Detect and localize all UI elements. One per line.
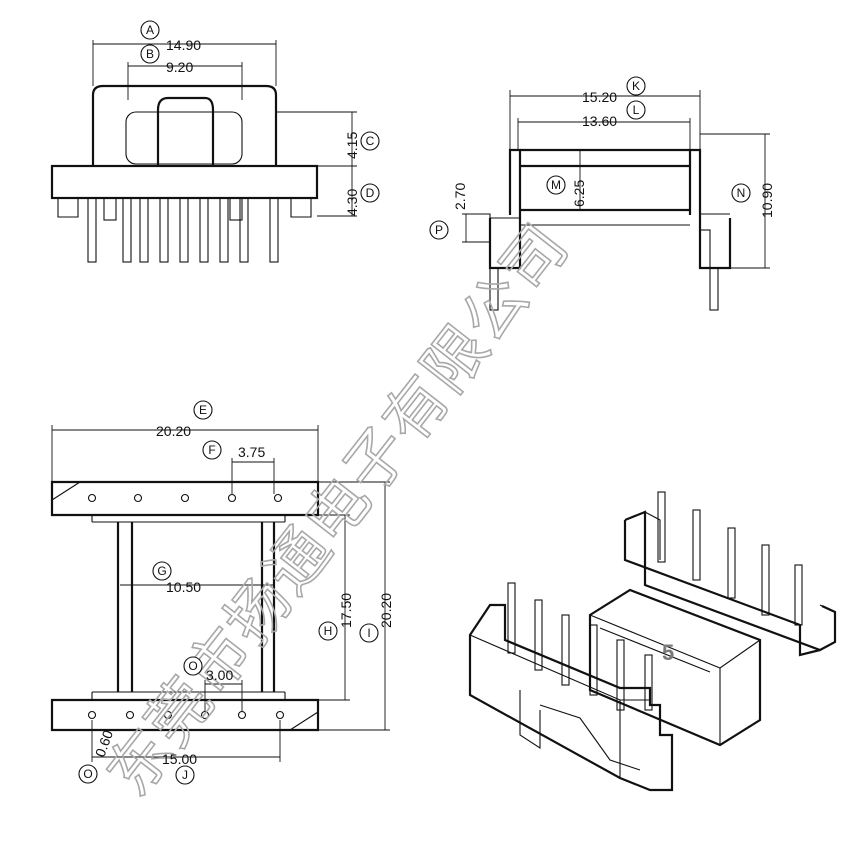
callout-D: D — [360, 183, 380, 203]
callout-C: C — [360, 131, 380, 151]
dim-value-B: 9.20 — [166, 59, 193, 75]
callout-O-top: O — [183, 656, 203, 676]
callout-G: G — [152, 561, 172, 581]
dim-value-O-top: 3.00 — [206, 667, 233, 683]
callout-M: M — [546, 175, 566, 195]
dim-value-E: 20.20 — [156, 423, 191, 439]
side-view — [462, 90, 770, 311]
dim-value-N: 10.90 — [759, 183, 775, 218]
svg-text:N: N — [737, 186, 746, 200]
svg-text:P: P — [435, 223, 443, 237]
svg-text:B: B — [146, 47, 154, 61]
watermark-text: 东莞市扬通电子有限公司 — [92, 210, 583, 810]
callout-I: I — [359, 623, 379, 643]
svg-text:G: G — [157, 564, 166, 578]
svg-text:D: D — [366, 186, 375, 200]
callout-F: F — [202, 440, 222, 460]
callout-E: E — [193, 400, 213, 420]
isometric-view — [468, 491, 837, 792]
figure-number: 5 — [662, 640, 674, 665]
callout-P: P — [429, 220, 449, 240]
dim-value-A: 14.90 — [166, 37, 201, 53]
dim-value-M: 6.25 — [571, 180, 587, 207]
dim-value-P: 2.70 — [452, 183, 468, 210]
callout-J: J — [175, 765, 195, 785]
svg-text:I: I — [367, 626, 370, 640]
callout-H: H — [318, 621, 338, 641]
callout-K: K — [626, 76, 646, 96]
callout-O-side: O — [78, 764, 98, 784]
svg-text:M: M — [551, 178, 561, 192]
dim-value-F: 3.75 — [238, 444, 265, 460]
svg-text:O: O — [188, 659, 197, 673]
callout-A: A — [140, 20, 160, 40]
svg-text:K: K — [632, 79, 640, 93]
dim-value-G: 10.50 — [166, 579, 201, 595]
svg-text:J: J — [182, 768, 188, 782]
svg-text:A: A — [146, 23, 154, 37]
svg-text:H: H — [324, 624, 333, 638]
dim-value-H: 17.50 — [338, 593, 354, 628]
dim-value-I: 20.20 — [378, 593, 394, 628]
svg-text:O: O — [83, 767, 92, 781]
svg-text:C: C — [366, 134, 375, 148]
svg-text:E: E — [199, 403, 207, 417]
top-view — [50, 425, 390, 762]
dim-value-D: 4.30 — [344, 189, 360, 216]
callout-B: B — [140, 44, 160, 64]
front-view — [50, 40, 357, 263]
callout-N: N — [731, 183, 751, 203]
callout-L: L — [626, 100, 646, 120]
dim-value-C: 4.15 — [344, 132, 360, 159]
dim-value-K: 15.20 — [582, 89, 617, 105]
dim-value-J: 15.00 — [162, 751, 197, 767]
svg-text:F: F — [208, 443, 215, 457]
svg-text:L: L — [633, 103, 640, 117]
dim-value-L: 13.60 — [582, 113, 617, 129]
